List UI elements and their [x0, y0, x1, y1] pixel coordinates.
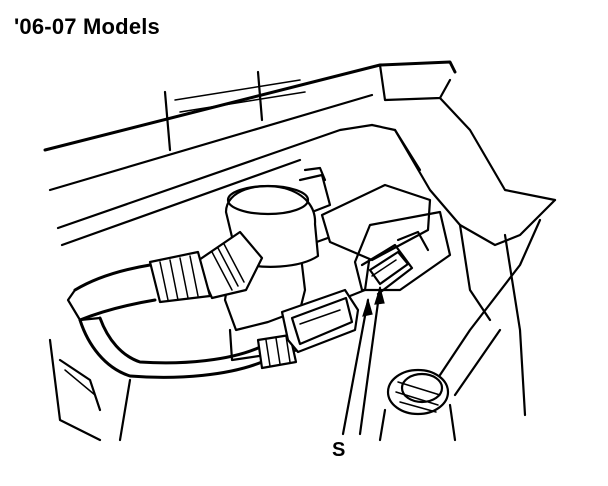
callout-label-s: S — [332, 439, 346, 461]
diagram-title: '06-07 Models — [14, 14, 160, 39]
small-hose — [78, 316, 264, 379]
lower-left-panel — [48, 338, 132, 442]
callout-leaders — [341, 285, 385, 436]
hose-fitting — [256, 333, 298, 370]
hose-left — [66, 250, 212, 322]
frame-members — [370, 96, 557, 417]
main-connector — [320, 183, 452, 296]
lower-boot — [378, 368, 457, 442]
cowl-panel — [43, 60, 457, 247]
small-connector — [280, 288, 360, 354]
